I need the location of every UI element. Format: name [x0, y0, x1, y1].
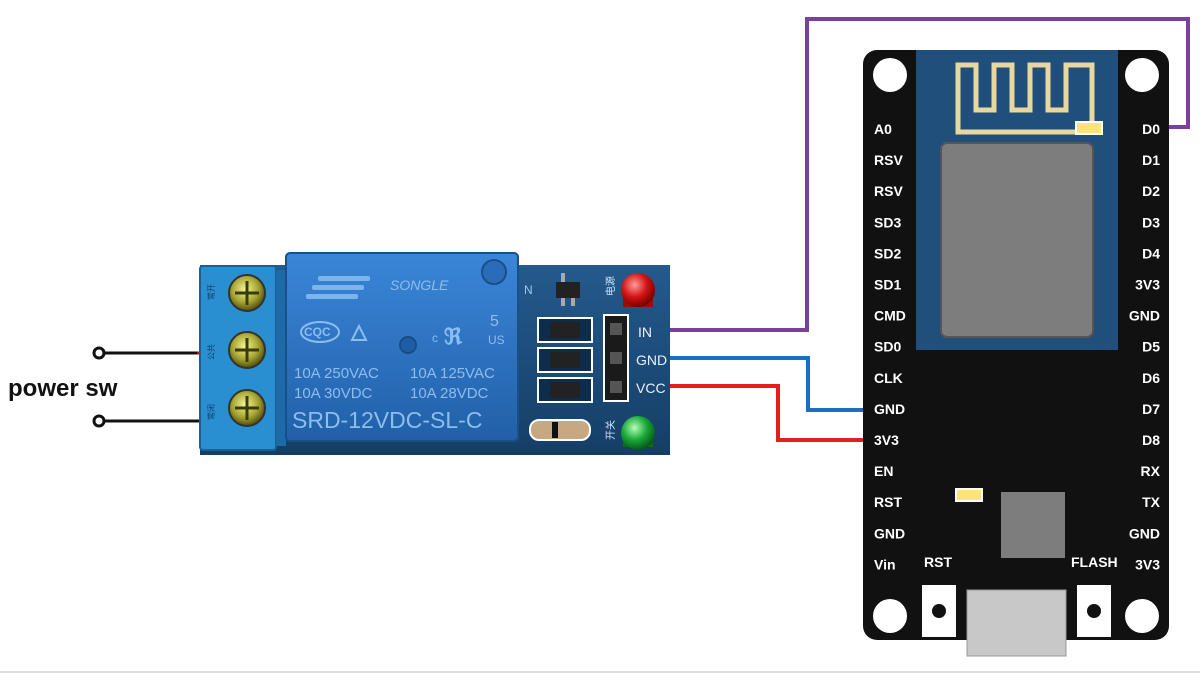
left-pin-rsv: RSV — [874, 152, 903, 168]
left-pin-cmd: CMD — [874, 308, 906, 324]
relay-rating-4: 10A 28VDC — [410, 385, 489, 402]
relay-corner-hole — [481, 259, 507, 285]
left-pin-gnd: GND — [874, 525, 905, 541]
left-pin-sd2: SD2 — [874, 245, 901, 261]
transistor-chip — [556, 282, 580, 298]
board-led — [955, 488, 983, 502]
flash-button-knob[interactable] — [1087, 604, 1101, 618]
relay-module: 常开 公共 常闭 SONGLE CQC c ℜ 5 — [199, 252, 670, 455]
module-led — [1075, 121, 1103, 135]
relay-rating-c: c — [432, 331, 438, 345]
left-pin-sd3: SD3 — [874, 214, 901, 230]
header-pin — [610, 323, 622, 335]
wire-gnd-to-gnd — [660, 356, 866, 412]
relay-rating-us: US — [488, 333, 505, 347]
pcb-mark-switch: 开关 — [604, 420, 617, 440]
right-pin-d1: D1 — [1142, 152, 1160, 168]
led-red-icon — [621, 273, 655, 307]
right-pin-3v3: 3V3 — [1135, 556, 1160, 572]
left-pin-rsv: RSV — [874, 183, 903, 199]
relay-center-hole — [399, 336, 417, 354]
mounting-hole — [873, 599, 907, 633]
terminal-block-side — [276, 270, 286, 446]
mounting-hole — [1125, 58, 1159, 92]
usb-port[interactable] — [966, 589, 1067, 657]
ul-mark-icon: ℜ — [444, 324, 463, 349]
usb-chip — [1001, 492, 1065, 558]
relay-rating-3: 10A 30VDC — [294, 385, 373, 402]
header-pin — [610, 381, 622, 393]
terminal-mark-nc: 常闭 — [207, 404, 216, 420]
terminal-screws — [228, 274, 266, 427]
terminal-mark-com: 公共 — [207, 344, 216, 360]
relay-pin-vcc: VCC — [636, 380, 666, 396]
wire-vcc-to-3v3 — [660, 384, 866, 442]
relay-logo-cqc: CQC — [304, 325, 331, 339]
relay-rating-5: 5 — [490, 313, 499, 330]
right-pin-d3: D3 — [1142, 214, 1160, 230]
rst-label: RST — [924, 554, 952, 570]
terminal-mark-no: 常开 — [207, 284, 216, 300]
right-pin-tx: TX — [1142, 494, 1161, 510]
left-pin-a0: A0 — [874, 121, 892, 137]
left-pin-3v3: 3V3 — [874, 432, 899, 448]
relay-brand: SONGLE — [390, 277, 449, 293]
left-pin-en: EN — [874, 463, 893, 479]
mounting-hole — [1125, 599, 1159, 633]
relay-model: SRD-12VDC-SL-C — [292, 407, 482, 433]
right-pin-3v3: 3V3 — [1135, 277, 1160, 293]
switch-terminal-top — [92, 346, 106, 360]
songle-logo-icon — [306, 276, 370, 299]
cqc-ring — [300, 321, 340, 343]
left-pin-clk: CLK — [874, 370, 903, 386]
wire-in-to-d0 — [665, 17, 1190, 332]
pcb-mark-power: 电源 — [604, 276, 617, 296]
transistor-leg — [571, 298, 575, 306]
relay-rating-1: 10A 250VAC — [294, 365, 379, 382]
right-pin-gnd: GND — [1129, 308, 1160, 324]
flash-label: FLASH — [1071, 554, 1118, 570]
transistor-leg — [561, 298, 565, 306]
power-switch: power sw — [8, 346, 212, 428]
relay-pin-gnd: GND — [636, 352, 667, 368]
led-green-icon — [621, 416, 655, 450]
right-pin-d7: D7 — [1142, 401, 1160, 417]
header-pin — [610, 352, 622, 364]
smd-components — [529, 317, 593, 441]
left-pin-vin: Vin — [874, 556, 896, 572]
warning-triangle-icon — [350, 323, 368, 341]
switch-label: power sw — [8, 375, 118, 402]
right-pin-d6: D6 — [1142, 370, 1160, 386]
right-pin-d4: D4 — [1142, 245, 1160, 261]
pcb-n-mark: N — [524, 283, 533, 297]
switch-terminal-bottom — [92, 414, 106, 428]
relay-pin-in: IN — [638, 324, 652, 340]
metal-shield — [940, 142, 1094, 338]
right-pin-d0: D0 — [1142, 121, 1160, 137]
antenna-trace-icon — [955, 62, 1095, 135]
right-pin-d5: D5 — [1142, 339, 1160, 355]
left-pin-sd1: SD1 — [874, 277, 901, 293]
left-pin-gnd: GND — [874, 401, 905, 417]
relay-rating-2: 10A 125VAC — [410, 365, 495, 382]
right-pin-gnd: GND — [1129, 525, 1160, 541]
wires — [660, 17, 1190, 442]
right-pin-d8: D8 — [1142, 432, 1160, 448]
transistor-leg — [561, 273, 565, 282]
right-pin-rx: RX — [1141, 463, 1161, 479]
rst-button-knob[interactable] — [932, 604, 946, 618]
right-pin-d2: D2 — [1142, 183, 1160, 199]
mounting-hole — [873, 58, 907, 92]
left-pin-sd0: SD0 — [874, 339, 901, 355]
left-pin-rst: RST — [874, 494, 902, 510]
